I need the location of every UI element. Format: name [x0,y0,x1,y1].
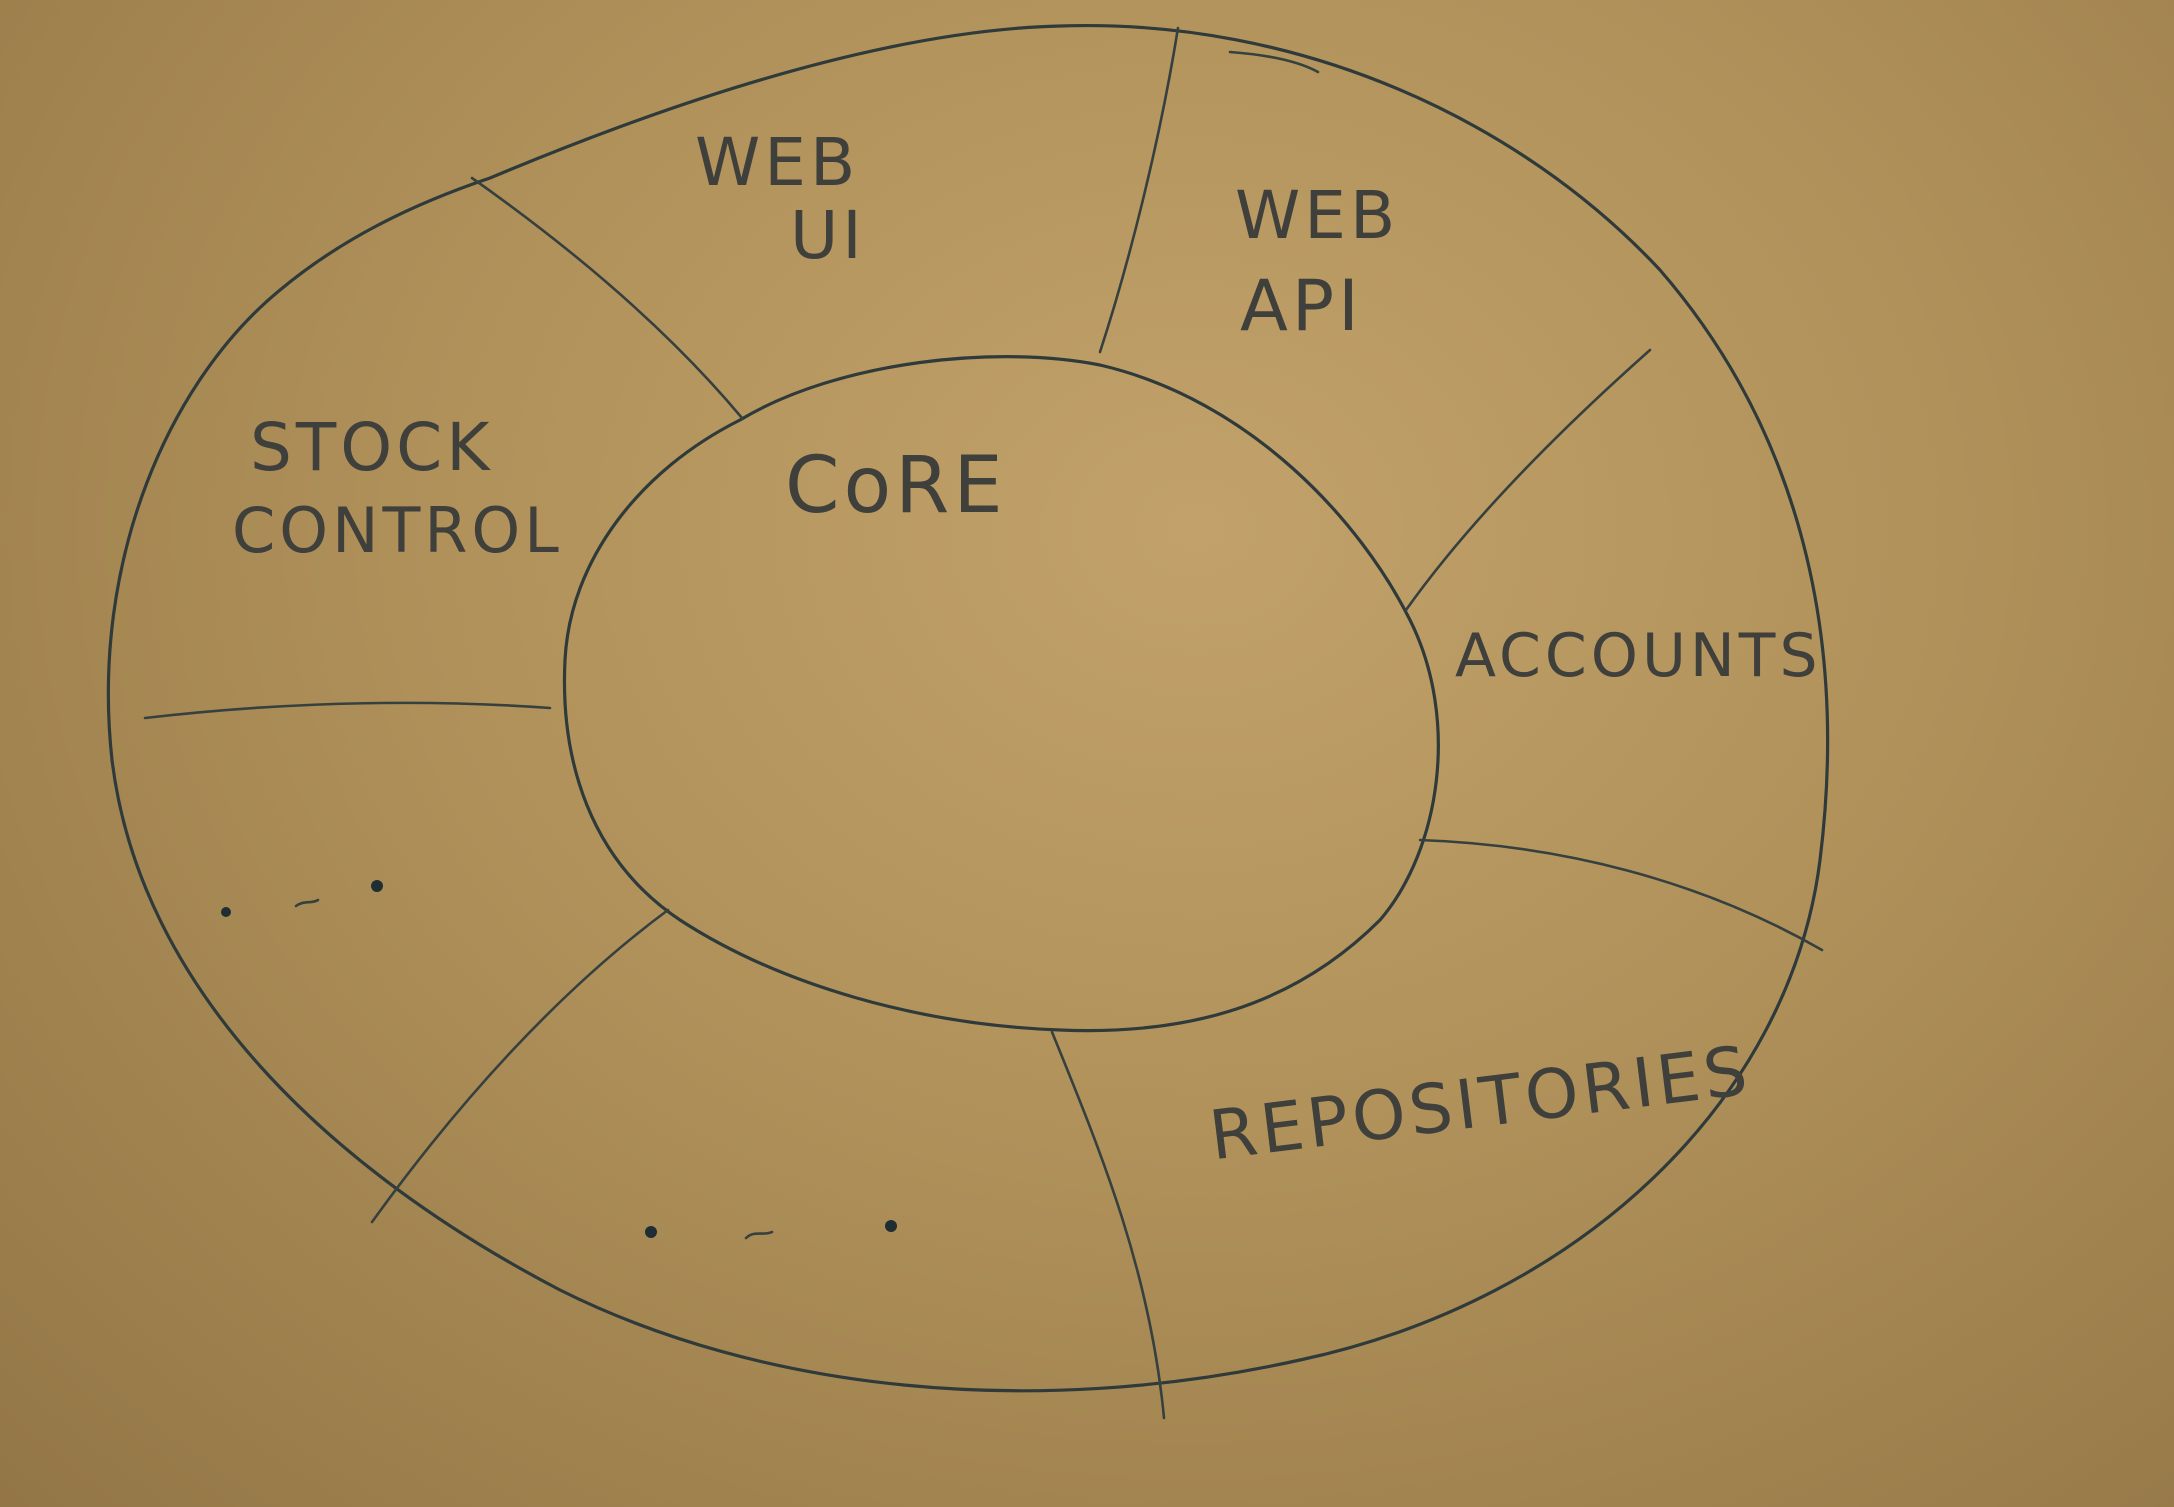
outer-ring [106,23,1830,1393]
label-stock-control-line2: CONTROL [232,494,563,567]
label-web-api-line2: API [1240,265,1363,347]
label-accounts: ACCOUNTS [1455,621,1822,691]
label-repositories-text: REPOSITORIES [1205,1032,1755,1177]
label-accounts-text: ACCOUNTS [1455,621,1822,691]
label-stock-control: STOCK CONTROL [232,409,563,567]
ellipsis-bottom [645,1220,897,1240]
label-web-ui: WEB UI [695,124,866,274]
label-web-api-line1: WEB [1235,177,1399,254]
label-core: CoRE [785,441,1007,531]
divider-webapi-accounts [1404,348,1652,612]
divider-webui-webapi [1098,26,1180,354]
core-circle [562,355,1440,1033]
divider-stock-webui [470,176,744,420]
label-web-ui-line2: UI [790,197,866,274]
divider-bottom-left [370,908,670,1224]
label-repositories: REPOSITORIES [1205,1032,1755,1177]
divider-repositories-bottom [1050,1030,1166,1420]
ellipsis-left-dot-1 [221,907,231,917]
ring-overshoot [1228,50,1320,74]
label-web-ui-line1: WEB [695,124,859,201]
divider-accounts-repositories [1418,838,1824,952]
divider-left-stock [143,701,552,720]
ellipsis-left-dot-2 [294,898,320,908]
ellipsis-bottom-dot-2 [744,1230,774,1240]
label-core-text: CoRE [785,441,1007,531]
label-stock-control-line1: STOCK [250,409,494,486]
ellipsis-left [221,880,383,917]
ellipsis-left-dot-3 [371,880,383,892]
ellipsis-bottom-dot-1 [645,1226,657,1238]
ellipsis-bottom-dot-3 [885,1220,897,1232]
label-web-api: WEB API [1235,177,1399,347]
